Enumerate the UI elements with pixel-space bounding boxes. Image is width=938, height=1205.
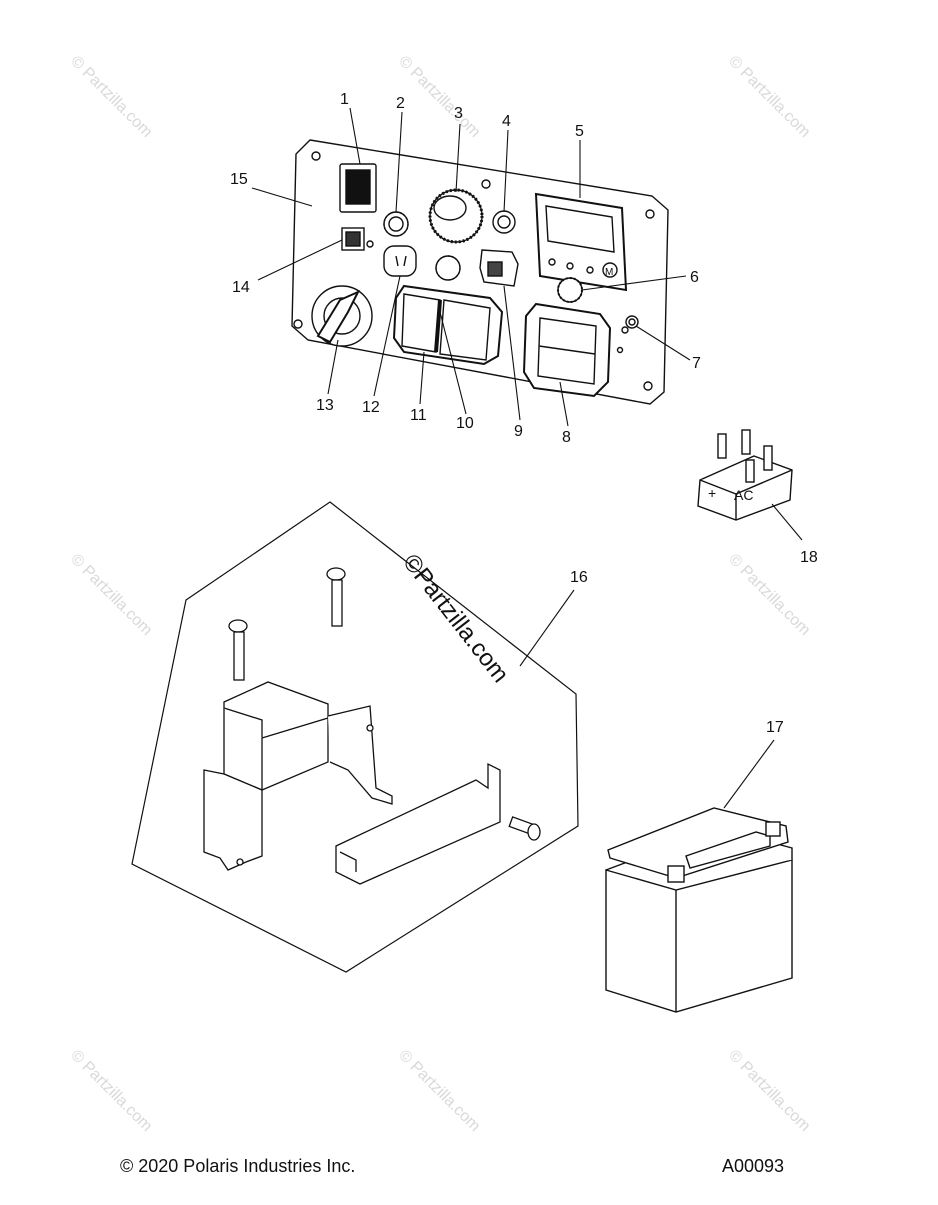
callout-number: 11 (410, 407, 427, 424)
ground-stud (625, 315, 639, 329)
hour-meter: M (534, 192, 628, 292)
usb-port (479, 249, 519, 287)
rectifier-ac-label: AC (734, 487, 753, 503)
callout-number: 17 (766, 719, 784, 736)
main-rocker-switch (522, 302, 612, 398)
control-panel: M (291, 139, 669, 405)
callout-number: 15 (230, 171, 248, 188)
callout-number: 14 (232, 279, 250, 296)
callout-number: 9 (514, 423, 523, 440)
callout-number: 3 (454, 105, 463, 122)
bracket-kit (203, 567, 541, 885)
callout-number: 1 (340, 91, 349, 108)
watermark: © Partzilla.com (395, 1047, 483, 1135)
copyright-text: © 2020 Polaris Industries Inc. (120, 1156, 356, 1176)
diagram-id: A00093 (722, 1156, 785, 1176)
bracket-bolt (508, 816, 541, 841)
dimmer-knob (428, 188, 484, 244)
callout-number: 13 (316, 397, 334, 414)
callout-number: 7 (692, 355, 701, 372)
rocker-switch (339, 163, 377, 213)
meter-button-label: M (605, 267, 613, 278)
watermark: © Partzilla.com (395, 53, 483, 141)
outlet (383, 245, 417, 277)
callout-number: 8 (562, 429, 571, 446)
pilot-lamp (492, 210, 516, 234)
callout-number: 18 (800, 549, 818, 566)
callout-number: 5 (575, 123, 584, 140)
bracket-bolt (326, 567, 346, 627)
center-watermark: ©Partzilla.com (397, 549, 514, 688)
callout-number: 6 (690, 269, 699, 286)
callout-number: 10 (456, 415, 474, 432)
mid-knob (435, 255, 461, 281)
bracket-bolt (228, 619, 248, 681)
right-knob (557, 277, 583, 303)
leader-lines (251, 107, 803, 809)
bracket-kit-outline (131, 501, 579, 973)
callout-number: 4 (502, 113, 511, 130)
watermark: © Partzilla.com (67, 1047, 155, 1135)
double-rocker-switch (392, 284, 504, 366)
watermark: © Partzilla.com (725, 1047, 813, 1135)
battery (605, 807, 793, 1013)
callout-number: 16 (570, 569, 588, 586)
bridge-rectifier: + AC (697, 429, 793, 521)
callout-number: 12 (362, 399, 380, 416)
watermark: © Partzilla.com (67, 551, 155, 639)
key-switch (311, 285, 373, 347)
indicator-light (341, 227, 365, 251)
callout-numbers: 1 2 3 4 5 6 7 8 9 10 11 12 13 14 15 16 1… (230, 91, 818, 736)
watermark: © Partzilla.com (725, 53, 813, 141)
small-knob (383, 211, 409, 237)
callout-number: 2 (396, 95, 405, 112)
rectifier-plus-label: + (708, 485, 716, 501)
watermark: © Partzilla.com (67, 53, 155, 141)
